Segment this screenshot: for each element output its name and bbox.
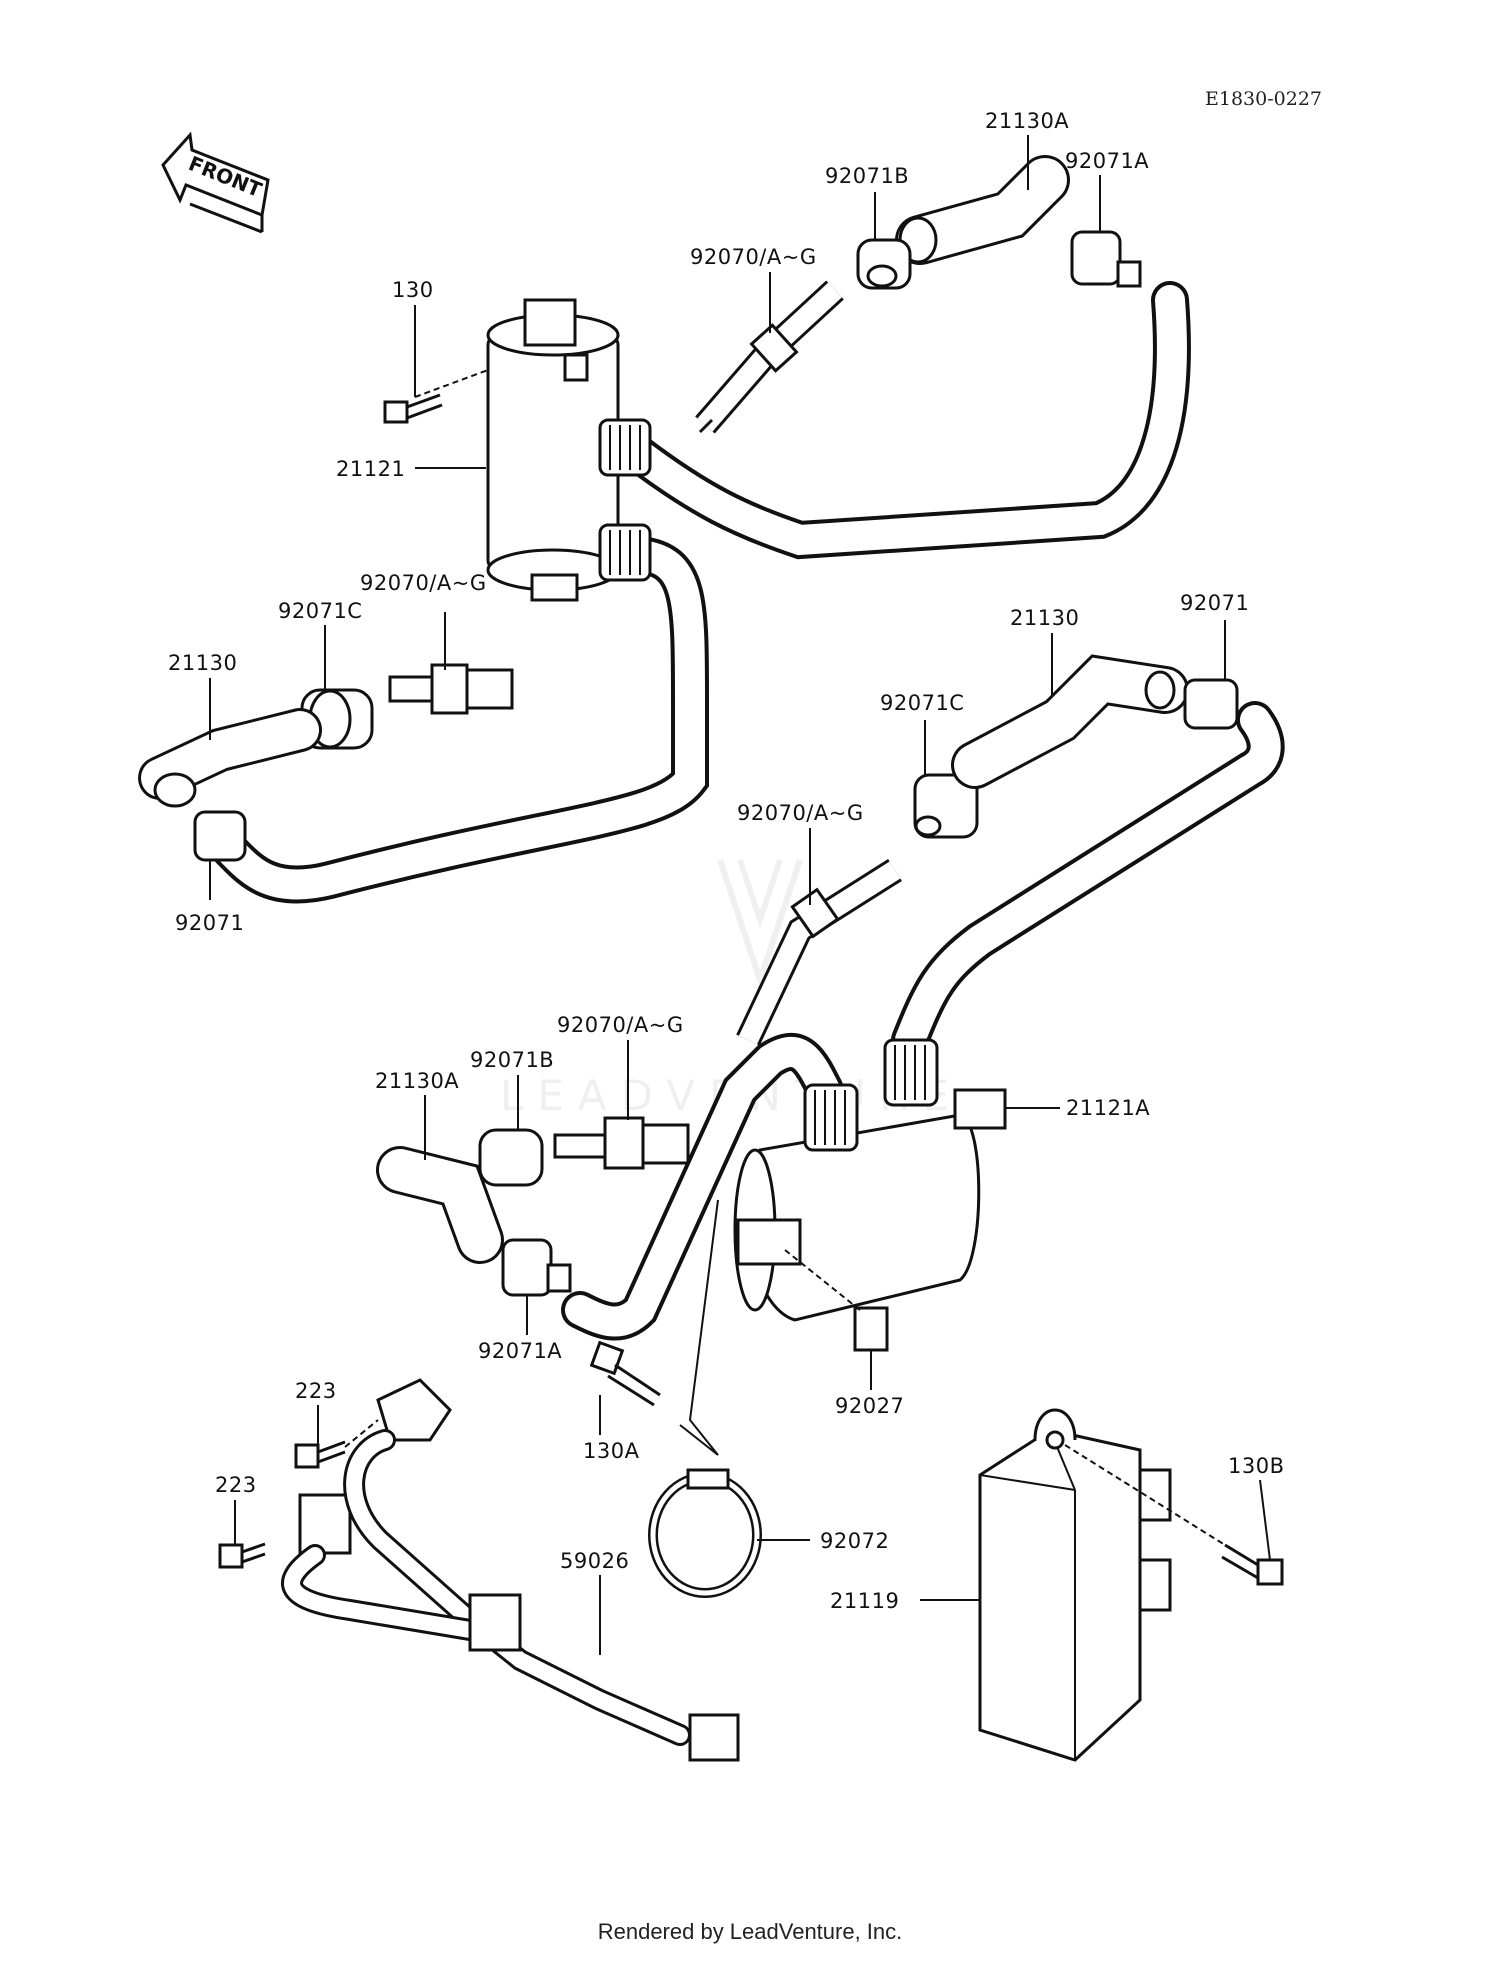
hose-left <box>211 536 709 904</box>
spark-plug-low <box>553 1116 690 1170</box>
label-21130-left: 21130 <box>168 651 237 675</box>
label-223-a: 223 <box>295 1379 337 1403</box>
label-92072: 92072 <box>820 1529 889 1553</box>
label-92070-low: 92070/A~G <box>557 1013 684 1037</box>
ignition-coil-a <box>486 298 652 602</box>
seal-92071-left <box>193 810 247 862</box>
label-59026: 59026 <box>560 1549 629 1573</box>
label-92070-mid: 92070/A~G <box>737 801 864 825</box>
bolt-130b <box>1064 1444 1284 1586</box>
label-92071-left: 92071 <box>175 911 244 935</box>
seal-92071a-low <box>501 1238 572 1297</box>
label-92071c-mid: 92071C <box>880 691 964 715</box>
plug-cap-top <box>895 155 1070 265</box>
label-21130a-top: 21130A <box>985 109 1069 133</box>
label-21121: 21121 <box>336 457 405 481</box>
spark-plug-top <box>695 280 844 434</box>
label-130b: 130B <box>1228 1454 1285 1478</box>
leader-lines <box>209 135 1271 1655</box>
label-92071b-top: 92071B <box>825 164 909 188</box>
label-92071a-top: 92071A <box>1065 149 1149 173</box>
seal-92071-mid <box>1183 678 1239 730</box>
label-92071c-left: 92071C <box>278 599 362 623</box>
label-92070-top: 92070/A~G <box>690 245 817 269</box>
label-92071-mid: 92071 <box>1180 591 1249 615</box>
label-21119: 21119 <box>830 1589 899 1613</box>
seal-92071b-top <box>856 238 912 290</box>
screw-223-b <box>218 1542 266 1569</box>
clamp-92072 <box>648 1468 762 1598</box>
seal-92071b-low <box>478 1128 544 1187</box>
bolt-130a <box>589 1199 719 1456</box>
label-130: 130 <box>392 278 434 302</box>
bolt-130 <box>383 369 489 424</box>
label-92071a-low: 92071A <box>478 1339 562 1363</box>
label-21130a-low: 21130A <box>375 1069 459 1093</box>
igniter-21119 <box>978 1408 1172 1762</box>
ignition-coil-b <box>733 1038 1007 1322</box>
front-arrow-icon: FRONT <box>161 131 270 234</box>
plug-cap-low <box>376 1146 504 1264</box>
footer-credit: Rendered by LeadVenture, Inc. <box>597 1919 903 1944</box>
part-labels: 130 21121 21130A 92071B 92071A 92070/A~G… <box>168 109 1285 1613</box>
hose-mid <box>891 701 1285 1059</box>
label-21121a: 21121A <box>1066 1096 1150 1120</box>
hose-low <box>561 1033 844 1341</box>
seal-92071a-top <box>1070 230 1142 288</box>
label-223-b: 223 <box>215 1473 257 1497</box>
spark-plug-mid <box>736 859 902 1046</box>
hose-top <box>621 281 1191 560</box>
seal-92071c-mid <box>913 773 979 839</box>
label-130a: 130A <box>583 1439 640 1463</box>
label-92071b-low: 92071B <box>470 1048 554 1072</box>
label-92070-left: 92070/A~G <box>360 571 487 595</box>
pickup-coil-59026 <box>281 1378 740 1762</box>
label-92027: 92027 <box>835 1394 904 1418</box>
spark-plug-left <box>388 663 514 715</box>
plug-cap-left <box>138 708 322 808</box>
label-21130-mid: 21130 <box>1010 606 1079 630</box>
plug-cap-mid <box>951 654 1189 789</box>
screw-223-a <box>294 1419 379 1469</box>
diagram-code: E1830-0227 <box>1205 88 1322 110</box>
